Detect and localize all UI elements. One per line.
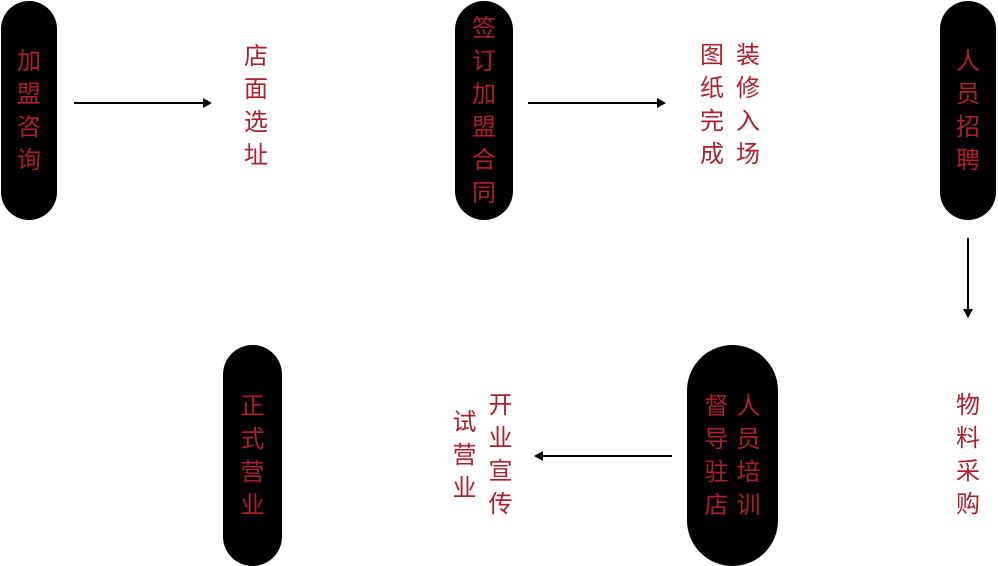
step-drawings-and-decoration: 装修入场 图纸完成: [680, 30, 780, 180]
step-official-opening: 正式营业: [223, 345, 282, 566]
arrow-left: [534, 451, 672, 461]
step-text: 物料采购: [956, 391, 980, 518]
step-text-col-2: 图纸完成: [700, 41, 724, 168]
step-text: 人员招聘: [956, 46, 980, 174]
arrow-down: [963, 238, 973, 318]
step-text-col-1: 装修入场: [736, 41, 760, 168]
step-text: 加盟咨询: [17, 46, 41, 174]
step-store-site-selection: 店面选址: [230, 38, 282, 173]
arrow-right-2: [528, 98, 666, 108]
arrow-right-1: [74, 98, 212, 108]
step-staff-recruitment: 人员招聘: [940, 1, 996, 220]
step-text-col-2: 督导驻店: [704, 391, 729, 519]
step-text: 店面选址: [244, 41, 268, 169]
step-text: 正式营业: [240, 391, 265, 519]
step-material-purchase: 物料采购: [942, 385, 994, 525]
step-text-col-2: 试营业: [452, 407, 477, 502]
step-text-col-1: 人员培训: [736, 391, 761, 519]
step-text-col-1: 开业宣传: [488, 391, 513, 518]
step-sign-franchise-contract: 签订加盟合同: [455, 1, 513, 220]
step-text: 签订加盟合同: [472, 13, 496, 207]
step-franchise-consultation: 加盟咨询: [1, 1, 57, 220]
step-opening-promotion-trial-operation: 开业宣传 试营业: [435, 375, 530, 535]
step-staff-training-supervision: 人员培训 督导驻店: [687, 345, 778, 566]
